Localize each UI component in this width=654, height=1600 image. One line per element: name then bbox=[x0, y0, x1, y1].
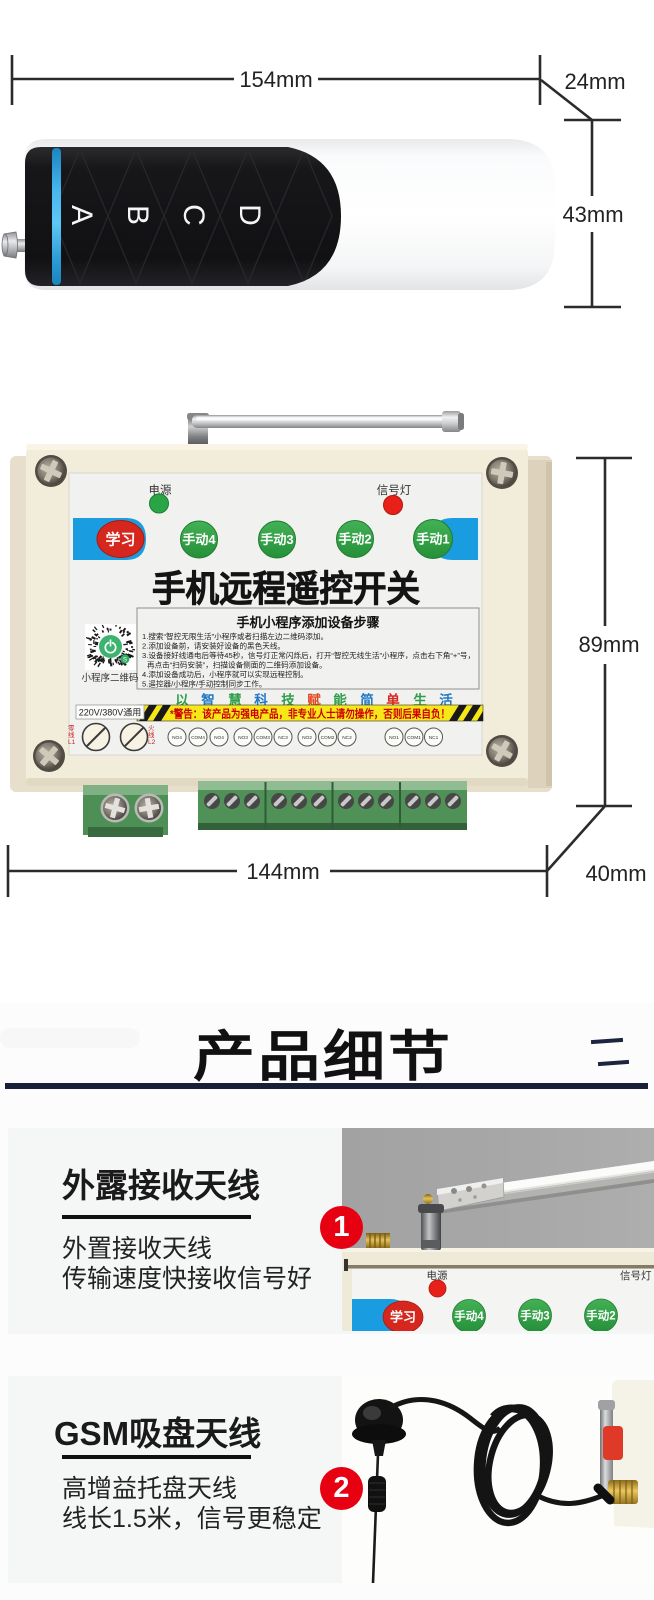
svg-text:小程序二维码: 小程序二维码 bbox=[81, 672, 138, 684]
svg-text:手动2: 手动2 bbox=[586, 1309, 615, 1323]
svg-text:再点击“扫码安装”，扫描设备侧面的二维码添加设备。: 再点击“扫码安装”，扫描设备侧面的二维码添加设备。 bbox=[147, 660, 327, 670]
svg-text:3.设备接好线通电后等待45秒，信号灯正常闪烁后，打开“智控: 3.设备接好线通电后等待45秒，信号灯正常闪烁后，打开“智控无线生活”小程序，点… bbox=[142, 650, 475, 660]
svg-text:A: A bbox=[65, 205, 98, 225]
svg-text:C: C bbox=[177, 204, 210, 226]
svg-text:手动3: 手动3 bbox=[520, 1309, 549, 1323]
svg-text:以: 以 bbox=[175, 693, 189, 708]
svg-text:NO1: NO1 bbox=[389, 735, 399, 741]
svg-text:*警告：该产品为强电产品，非专业人士请勿操作，否则后果自负！: *警告：该产品为强电产品，非专业人士请勿操作，否则后果自负！ bbox=[170, 707, 450, 721]
svg-text:NC2: NC2 bbox=[342, 735, 352, 741]
svg-text:NO2: NO2 bbox=[302, 735, 312, 741]
svg-text:43mm: 43mm bbox=[562, 202, 623, 227]
svg-text:线: 线 bbox=[148, 730, 155, 739]
svg-text:信号灯: 信号灯 bbox=[377, 484, 412, 497]
svg-text:电源: 电源 bbox=[427, 1269, 448, 1282]
svg-text:4.添加设备成功后，小程序就可以实现远程控制。: 4.添加设备成功后，小程序就可以实现远程控制。 bbox=[142, 669, 308, 679]
svg-text:COM4: COM4 bbox=[191, 735, 205, 741]
svg-text:手动3: 手动3 bbox=[260, 532, 293, 547]
svg-text:手机远程遥控开关: 手机远程遥控开关 bbox=[152, 568, 420, 609]
svg-text:NC3: NC3 bbox=[278, 735, 288, 741]
svg-text:手动1: 手动1 bbox=[416, 532, 449, 547]
svg-text:NO4: NO4 bbox=[172, 735, 182, 741]
svg-text:COM2: COM2 bbox=[321, 735, 335, 741]
svg-text:科: 科 bbox=[254, 692, 268, 708]
svg-text:D: D bbox=[233, 204, 266, 226]
svg-text:手机小程序添加设备步骤: 手机小程序添加设备步骤 bbox=[236, 615, 379, 630]
svg-text:电源: 电源 bbox=[149, 483, 172, 497]
svg-text:慧: 慧 bbox=[228, 692, 242, 708]
svg-text:40mm: 40mm bbox=[585, 861, 646, 886]
svg-text:生: 生 bbox=[413, 692, 427, 708]
svg-text:能: 能 bbox=[333, 692, 347, 708]
svg-text:手动4: 手动4 bbox=[454, 1309, 484, 1323]
svg-text:220V/380V通用: 220V/380V通用 bbox=[79, 708, 142, 718]
svg-text:S: S bbox=[123, 658, 127, 664]
svg-text:单: 单 bbox=[386, 692, 400, 708]
svg-text:89mm: 89mm bbox=[578, 632, 639, 657]
svg-text:NO3: NO3 bbox=[238, 735, 248, 741]
svg-text:学习: 学习 bbox=[390, 1310, 416, 1325]
svg-text:L2: L2 bbox=[148, 739, 156, 746]
svg-text:B: B bbox=[121, 205, 154, 225]
svg-text:24mm: 24mm bbox=[564, 69, 625, 94]
svg-text:L1: L1 bbox=[68, 739, 76, 746]
svg-text:手动4: 手动4 bbox=[182, 532, 216, 547]
svg-text:学习: 学习 bbox=[105, 531, 135, 549]
svg-text:154mm: 154mm bbox=[239, 67, 312, 92]
svg-text:火: 火 bbox=[148, 725, 155, 732]
svg-text:NO4: NO4 bbox=[214, 735, 224, 741]
svg-text:COM1: COM1 bbox=[407, 735, 421, 741]
svg-text:COM3: COM3 bbox=[256, 735, 270, 741]
svg-text:1.搜索“智控无限生活”小程序或者扫描左边二维码添加。: 1.搜索“智控无限生活”小程序或者扫描左边二维码添加。 bbox=[142, 631, 328, 641]
svg-text:赋: 赋 bbox=[307, 692, 321, 708]
svg-text:手动2: 手动2 bbox=[338, 532, 371, 547]
svg-text:活: 活 bbox=[439, 692, 453, 708]
svg-text:零: 零 bbox=[68, 724, 75, 732]
svg-text:线: 线 bbox=[68, 730, 75, 739]
svg-text:技: 技 bbox=[281, 692, 295, 708]
svg-text:5.遥控器/小程序/手动控制同步工作。: 5.遥控器/小程序/手动控制同步工作。 bbox=[142, 679, 266, 689]
svg-text:144mm: 144mm bbox=[246, 859, 319, 884]
svg-text:NC1: NC1 bbox=[429, 735, 439, 741]
svg-text:2.添加设备前，请安装好设备的黑色天线。: 2.添加设备前，请安装好设备的黑色天线。 bbox=[142, 641, 285, 651]
svg-text:智: 智 bbox=[201, 692, 215, 708]
svg-text:信号灯: 信号灯 bbox=[620, 1270, 652, 1282]
svg-text:简: 简 bbox=[360, 692, 374, 708]
